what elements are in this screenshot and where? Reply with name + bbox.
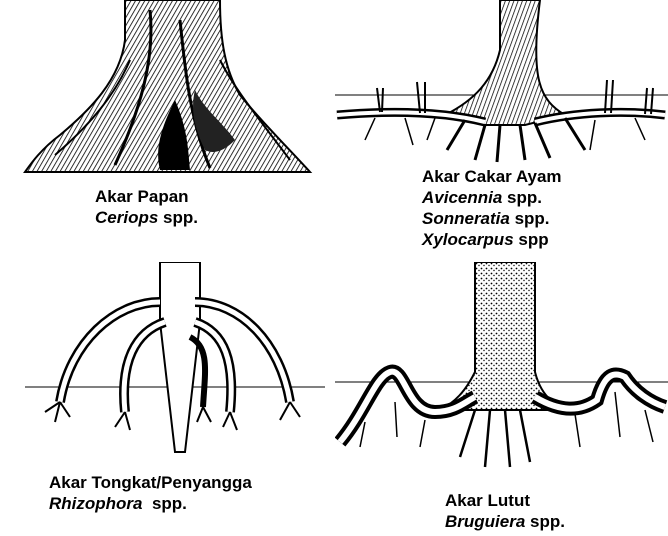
pneumatophore-root-illustration [335, 0, 668, 165]
buttress-root-illustration [20, 0, 320, 180]
root-type-name: Akar Cakar Ayam [422, 166, 562, 187]
caption-akar-papan: Akar Papan Ceriops spp. [95, 186, 198, 228]
species-line: Bruguiera spp. [445, 511, 565, 532]
species-line: Xylocarpus spp [422, 229, 562, 250]
knee-root-illustration [335, 262, 668, 472]
caption-akar-cakar-ayam: Akar Cakar Ayam Avicennia spp. Sonnerati… [422, 166, 562, 250]
root-type-name: Akar Lutut [445, 490, 565, 511]
species-line: Avicennia spp. [422, 187, 562, 208]
caption-akar-tongkat: Akar Tongkat/Penyangga Rhizophora spp. [49, 472, 252, 514]
root-type-name: Akar Papan [95, 186, 198, 207]
stilt-root-illustration [25, 262, 325, 462]
species-line: Ceriops spp. [95, 207, 198, 228]
species-line: Rhizophora spp. [49, 493, 252, 514]
root-type-name: Akar Tongkat/Penyangga [49, 472, 252, 493]
species-line: Sonneratia spp. [422, 208, 562, 229]
caption-akar-lutut: Akar Lutut Bruguiera spp. [445, 490, 565, 532]
